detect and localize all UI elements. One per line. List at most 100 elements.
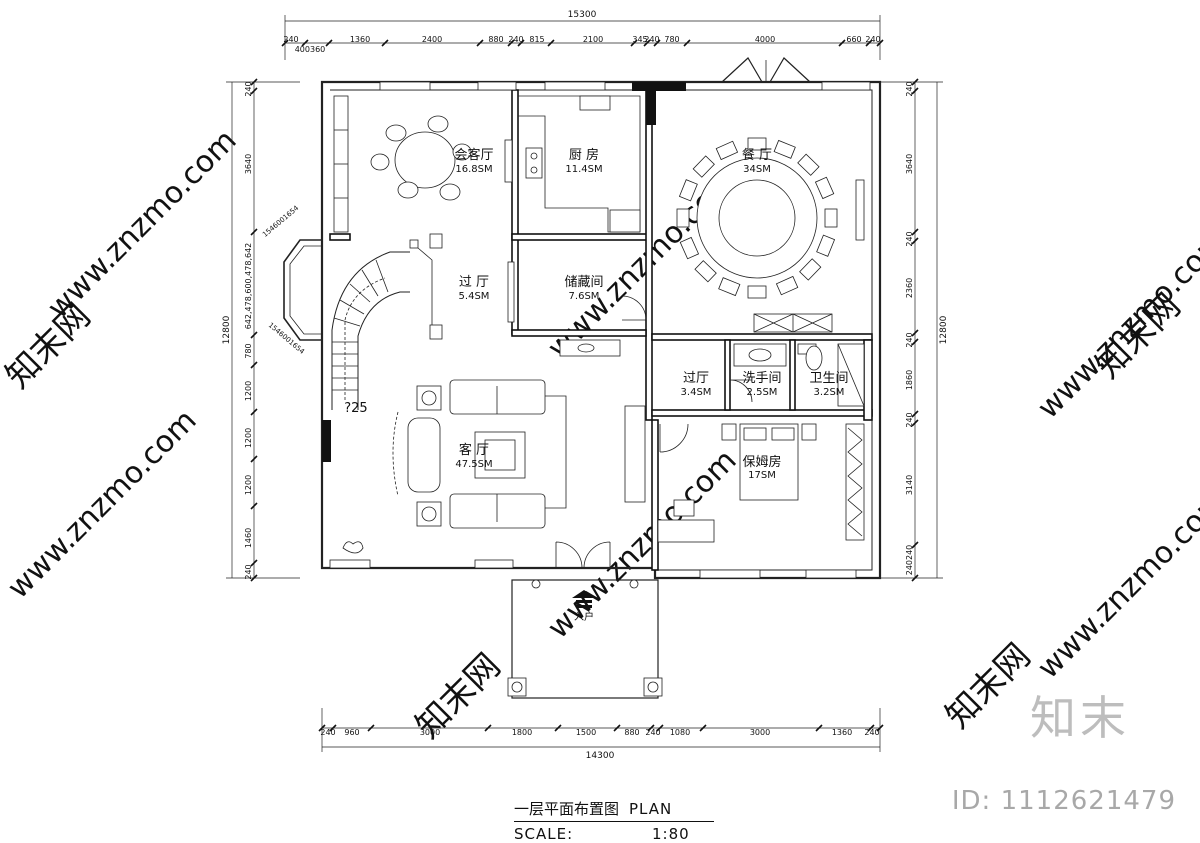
room-labels: 会客厅 16.8SM 厨 房 11.4SM 餐 厅 34SM 过 厅 5.4SM… [344, 147, 848, 481]
top-dimension: 815 [529, 35, 544, 44]
watermark-text: www.znzmo.com [41, 123, 244, 326]
bathrooms [729, 343, 865, 407]
room-name: 过 厅 [459, 275, 489, 290]
room-name: 会客厅 [454, 147, 493, 163]
left-dimension: 642,478,600,478,642 [244, 243, 253, 330]
entrance-arrow-icon [572, 590, 596, 598]
drawing-id: ID: 1112621479 [951, 786, 1176, 816]
title-underline [514, 821, 714, 822]
drawing-title-cn: 一层平面布置图 [514, 800, 620, 818]
watermark-logo: 知末网 [938, 636, 1038, 736]
top-dimension: 780 [664, 35, 679, 44]
right-dimension: 240240 [905, 545, 914, 576]
walls [320, 80, 882, 580]
room-area: 16.8SM [455, 164, 492, 175]
bottom-total-dimension: 14300 [586, 751, 615, 761]
top-dimension: 2100 [583, 35, 603, 44]
room-area: 47.5SM [455, 459, 492, 470]
dining-chairs [676, 137, 838, 299]
top-dimension: 4000 [755, 35, 775, 44]
living-room [342, 379, 646, 569]
left-dimension: 1460 [244, 528, 253, 548]
right-dimension: 240 [905, 412, 914, 427]
bottom-ticks [318, 724, 884, 732]
top-dimension: 240 [283, 35, 298, 44]
right-dimension: 2360 [905, 278, 914, 298]
watermark-logo: 知末网 [0, 296, 98, 396]
top-dimension: 345 [632, 35, 647, 44]
top-dimension: 1360 [350, 35, 370, 44]
room-name: 客 厅 [459, 442, 489, 458]
room-area: 5.4SM [459, 291, 490, 302]
left-dimension: 240 [244, 81, 253, 96]
room-area: 2.5SM [747, 387, 778, 398]
entrance-label: 入户 [574, 610, 594, 623]
brand-logo: 知末 [1030, 691, 1130, 745]
bottom-dimension: 1800 [512, 728, 532, 737]
watermark-layer: www.znzmo.com www.znzmo.com www.znzmo.co… [0, 123, 1200, 746]
right-dimension: 3140 [905, 475, 914, 495]
left-dimension: 1200 [244, 475, 253, 495]
room-name: 保姆房 [742, 454, 781, 470]
room-area: 34SM [743, 164, 771, 175]
right-total-dimension: 12800 [939, 315, 949, 344]
top-dimension: 660 [846, 35, 861, 44]
top-dimension: 240 [508, 35, 523, 44]
bottom-dimension: 960 [344, 728, 359, 737]
bottom-dimension: 1360 [832, 728, 852, 737]
left-dimension: 780 [244, 343, 253, 358]
room-name: 卫生间 [809, 371, 848, 386]
room-area: 17SM [748, 470, 776, 481]
top-dimension: 240 [865, 35, 880, 44]
bay-dimension: 1546001654 [267, 321, 307, 356]
room-name: 厨 房 [569, 147, 599, 163]
watermark-text: www.znzmo.com [1, 403, 204, 606]
room-area: 11.4SM [565, 164, 602, 175]
room-area: 3.4SM [681, 387, 712, 398]
dining-bay-window [721, 57, 811, 83]
room-name: 储藏间 [564, 275, 603, 290]
bottom-dimension: 240 [864, 728, 879, 737]
kitchen [518, 95, 641, 233]
right-dimension: 240 [905, 332, 914, 347]
left-dimension: 1200 [244, 381, 253, 401]
top-ticks [281, 39, 884, 47]
windows [329, 81, 871, 579]
bottom-dimension: 880 [624, 728, 639, 737]
nanny-room [657, 423, 865, 543]
watermark-text: www.znzmo.com [1031, 483, 1200, 686]
right-dimension: 1860 [905, 370, 914, 390]
right-ticks [911, 78, 919, 582]
right-dimension: 3640 [905, 154, 914, 174]
bay-dimension: 1546001654 [261, 204, 301, 239]
left-dimension: 240 [244, 564, 253, 579]
top-dimension: 240 [644, 35, 659, 44]
stair-mark: ?25 [344, 401, 367, 416]
scale-row: SCALE: 1:80 [514, 825, 714, 843]
left-ticks [250, 78, 258, 582]
top-total-dimension: 15300 [568, 10, 597, 20]
scale-label: SCALE: [514, 825, 574, 843]
entrance-porch: 入户 [507, 579, 663, 699]
room-name: 过厅 [683, 371, 709, 386]
bottom-dimension: 1080 [670, 728, 690, 737]
left-total-dimension: 12800 [222, 315, 232, 344]
reception-room [333, 95, 513, 233]
bay-window [283, 239, 322, 341]
bottom-dimension: 240 [645, 728, 660, 737]
bottom-dimension: 240 [320, 728, 335, 737]
top-dimension: 880 [488, 35, 503, 44]
room-name: 餐 厅 [742, 147, 772, 163]
right-dimension: 240 [905, 231, 914, 246]
left-dimension: 1200 [244, 428, 253, 448]
dining-room [676, 137, 865, 333]
room-area: 3.2SM [814, 387, 845, 398]
room-name: 洗手间 [742, 371, 781, 386]
storage-room [507, 261, 647, 357]
right-dimension: 240 [905, 81, 914, 96]
top-dimension: 2400 [422, 35, 442, 44]
scale-value: 1:80 [652, 825, 690, 843]
